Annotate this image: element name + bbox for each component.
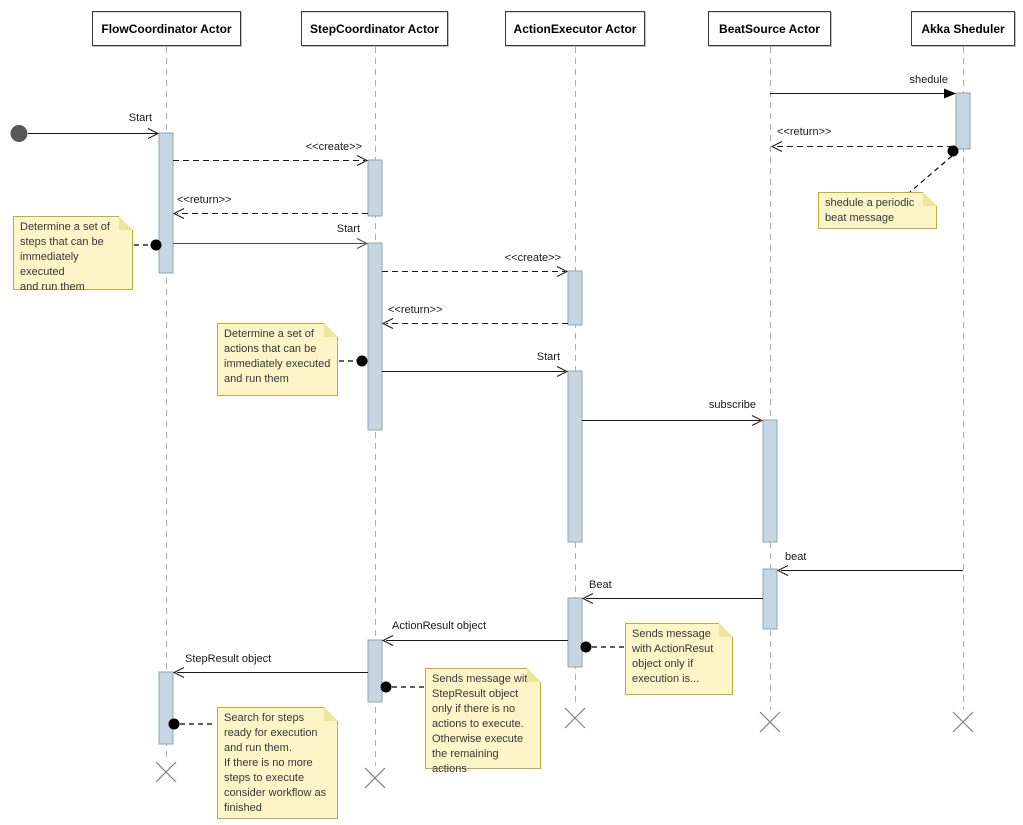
- destroy-cross-beatsource: [759, 711, 781, 733]
- message-label-beat: beat: [785, 551, 807, 563]
- activation-akka-shedule: [955, 92, 971, 150]
- arrowhead-beat: [776, 565, 789, 576]
- lifelines: [166, 47, 964, 766]
- arrowhead-start-step: [356, 238, 369, 249]
- arrowhead-initial-start: [147, 128, 160, 139]
- activation-action-start: [567, 370, 583, 543]
- activation-flow-stepresult: [158, 671, 174, 745]
- note-stepresult-object: Sends message with StepResult object onl…: [425, 668, 541, 775]
- message-label-shedule: shedule: [909, 74, 948, 86]
- note-search-steps: Search for steps ready for execution and…: [217, 707, 338, 819]
- message-label-start-action: Start: [536, 351, 560, 363]
- activation-action-beat: [567, 597, 583, 668]
- anchor-dot-flow1: [150, 239, 162, 251]
- note-connectors: [134, 155, 953, 725]
- activation-flow-start: [158, 132, 174, 274]
- activation-beat-subscribe: [762, 419, 778, 543]
- message-label-actionresult: ActionResult object: [392, 620, 487, 632]
- activation-step-actionresult: [367, 639, 383, 703]
- anchor-dot-action: [580, 641, 592, 653]
- anchor-dot-step1: [356, 355, 368, 367]
- anchor-dot-step2: [380, 681, 392, 693]
- arrowhead-stepresult: [172, 667, 185, 678]
- message-label-return-step: <<return>>: [177, 194, 232, 206]
- arrowhead-create-action: [556, 266, 569, 277]
- message-label-initial-start: Start: [128, 112, 152, 124]
- destroy-cross-akkasheduler: [952, 711, 974, 733]
- arrowhead-return-akka: [770, 141, 783, 152]
- connector-note-shedule: [909, 155, 953, 193]
- message-label-stepresult: StepResult object: [185, 653, 272, 665]
- arrowhead-subscribe: [751, 415, 764, 426]
- message-label-start-step: Start: [336, 223, 360, 235]
- note-determine-steps: Determine a set of steps that can be imm…: [13, 216, 133, 293]
- arrowhead-actionresult: [381, 635, 394, 646]
- note-shedule-periodic: shedule a periodic beat message: [818, 192, 937, 229]
- message-label-create-action: <<create>>: [504, 252, 561, 264]
- arrowhead-shedule-filled: [944, 88, 956, 99]
- message-label-subscribe: subscribe: [708, 399, 756, 411]
- anchor-dot-flow2: [168, 718, 180, 730]
- arrowhead-return-action: [381, 318, 394, 329]
- arrowhead-create-step: [356, 155, 369, 166]
- message-label-beat-forward: Beat: [589, 579, 612, 591]
- actor-box-flowcoordinator: FlowCoordinator Actor: [92, 11, 241, 46]
- actor-box-akkasheduler: Akka Sheduler: [911, 11, 1015, 46]
- arrowhead-start-action: [556, 366, 569, 377]
- message-label-return-akka: <<return>>: [777, 126, 832, 138]
- actor-box-beatsource: BeatSource Actor: [708, 11, 831, 46]
- activation-beat-beat: [762, 568, 778, 630]
- activation-bars: [158, 92, 971, 745]
- message-label-return-action: <<return>>: [388, 304, 443, 316]
- note-anchor-dots: [150, 145, 959, 730]
- actor-box-stepcoordinator: StepCoordinator Actor: [301, 11, 448, 46]
- arrowheads: [147, 88, 956, 678]
- arrowhead-beat-forward: [581, 593, 594, 604]
- activation-step-create: [367, 159, 383, 217]
- anchor-dot-akka: [947, 145, 959, 157]
- note-actionresut-object: Sends message with ActionResut object on…: [625, 623, 733, 695]
- initial-node: [10, 125, 28, 142]
- activation-action-create: [567, 270, 583, 326]
- destroy-cross-stepcoordinator: [364, 767, 386, 789]
- destroy-cross-flowcoordinator: [155, 761, 177, 783]
- arrowhead-return-step: [172, 208, 185, 219]
- note-determine-actions: Determine a set of actions that can be i…: [217, 323, 338, 396]
- destroy-crosses: [155, 707, 974, 789]
- actor-box-actionexecutor: ActionExecutor Actor: [505, 11, 645, 46]
- message-label-create-step: <<create>>: [305, 141, 362, 153]
- activation-step-start: [367, 242, 383, 431]
- destroy-cross-actionexecutor: [564, 707, 586, 729]
- message-lines: [28, 93, 963, 673]
